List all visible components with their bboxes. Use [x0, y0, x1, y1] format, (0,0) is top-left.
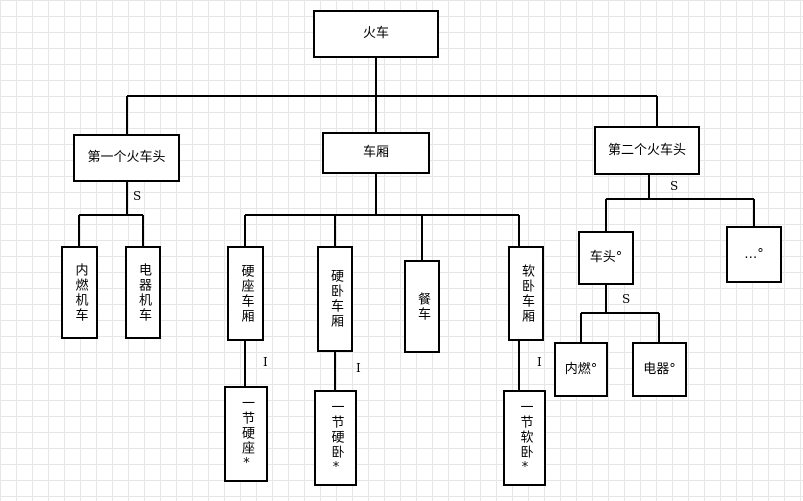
node-train-label: 火车 — [362, 26, 389, 41]
edge-label-i-hard-seat: I — [263, 355, 268, 369]
node-hard-sleeper-carriage: 硬卧车厢 — [317, 246, 353, 352]
node-second-locomotive: 第二个火车头 — [594, 126, 700, 175]
edge-label-i-soft-sleeper: I — [537, 355, 542, 369]
edge-label-s-locomotive-head: S — [622, 292, 631, 306]
node-soft-sleeper-carriage-label: 软卧车厢 — [519, 263, 534, 324]
node-hard-seat-carriage: 硬座车厢 — [227, 246, 264, 341]
node-carriage-label: 车厢 — [362, 145, 389, 160]
node-train: 火车 — [313, 10, 439, 58]
node-one-soft-sleeper-label: 一节软卧* — [517, 399, 533, 477]
node-ellipsis-label: …° — [744, 246, 764, 262]
node-one-hard-sleeper-label: 一节硬卧* — [328, 399, 344, 477]
node-soft-sleeper-carriage: 软卧车厢 — [508, 246, 544, 341]
node-locomotive-head: 车头° — [578, 231, 634, 285]
edge-label-s-second-locomotive: S — [670, 179, 679, 193]
node-one-soft-sleeper: 一节软卧* — [503, 390, 546, 486]
node-carriage: 车厢 — [322, 132, 430, 174]
node-ellipsis: …° — [726, 226, 782, 283]
node-one-hard-sleeper: 一节硬卧* — [314, 390, 357, 486]
node-one-hard-seat: 一节硬座* — [224, 386, 268, 482]
node-electric: 电器° — [632, 342, 687, 397]
node-hard-seat-carriage-label: 硬座车厢 — [238, 263, 254, 324]
node-dining-car-label: 餐车 — [415, 291, 430, 322]
node-dining-car: 餐车 — [404, 260, 440, 353]
node-internal-combustion-label: 内燃° — [564, 361, 598, 377]
node-internal-combustion-locomotive-label: 内燃机车 — [72, 262, 88, 323]
node-first-locomotive-label: 第一个火车头 — [87, 150, 166, 165]
node-first-locomotive: 第一个火车头 — [73, 134, 180, 182]
node-internal-combustion-locomotive: 内燃机车 — [61, 246, 98, 339]
node-one-hard-seat-label: 一节硬座* — [239, 395, 254, 473]
node-electric-locomotive: 电器机车 — [125, 246, 161, 339]
node-internal-combustion: 内燃° — [554, 342, 608, 397]
node-electric-locomotive-label: 电器机车 — [136, 262, 151, 323]
node-second-locomotive-label: 第二个火车头 — [607, 142, 686, 158]
node-locomotive-head-label: 车头° — [589, 250, 623, 265]
edge-label-i-hard-sleeper: I — [356, 361, 361, 375]
node-hard-sleeper-carriage-label: 硬卧车厢 — [328, 269, 343, 329]
edge-label-s-first-locomotive: S — [133, 189, 142, 203]
node-electric-label: 电器° — [643, 361, 676, 377]
